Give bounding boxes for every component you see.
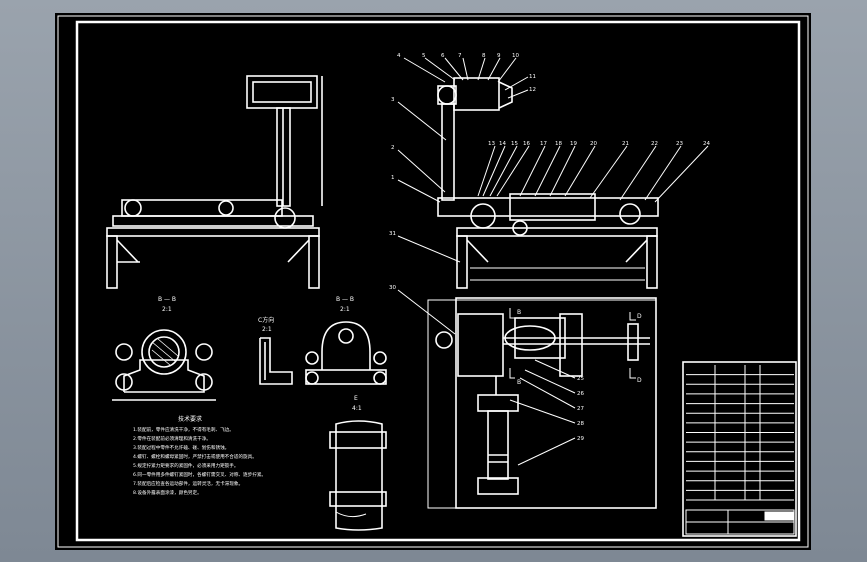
callout: 6 (441, 53, 445, 59)
callout: 16 (523, 141, 530, 147)
callout-numbers: 4 5 6 7 8 9 10 11 12 13 14 15 16 17 18 1… (389, 53, 710, 442)
section-b-b-view (112, 329, 216, 401)
side-view-table (456, 227, 658, 237)
side-view-leg (646, 235, 658, 289)
callout: 31 (389, 231, 396, 237)
leader-lines (397, 57, 709, 263)
callout: 23 (676, 141, 683, 147)
callout: 8 (482, 53, 486, 59)
c-direction-scale: 2:1 (262, 326, 272, 333)
callout: 11 (529, 74, 536, 80)
section-b-b-scale: 2:1 (162, 306, 172, 313)
sheet-inner-border (75, 20, 801, 542)
callout: 15 (511, 141, 518, 147)
callout: 17 (540, 141, 547, 147)
detail-e-scale: 4:1 (352, 405, 362, 412)
note-line: 1.装配前，零件应清洗干净，不得有毛刺、飞边。 (133, 426, 234, 433)
sheet-outer-border (57, 15, 809, 548)
side-view-column (441, 103, 455, 201)
callout: 1 (391, 175, 395, 181)
note-line: 8.设备外露表面涂漆，颜色另定。 (133, 489, 202, 496)
callout: 30 (389, 285, 396, 291)
detail-e-caption: E (354, 395, 358, 402)
section-mark: D (637, 313, 642, 320)
callout: 2 (391, 145, 395, 151)
side-view-assembly (437, 77, 659, 289)
callout: 12 (529, 87, 536, 93)
front-view-assembly (106, 75, 323, 289)
side-view-leg (456, 235, 468, 289)
note-line: 6.同一零件用多件螺钉紧固时，各螺钉需交叉、对称、逐步拧紧。 (133, 471, 266, 478)
front-view-table (106, 227, 320, 237)
callout: 10 (512, 53, 519, 59)
callout: 25 (577, 376, 584, 382)
c-direction-view (259, 337, 293, 385)
section-mark: B (517, 309, 521, 316)
callout: 29 (577, 436, 584, 442)
callout: 28 (577, 421, 584, 427)
callout: 9 (497, 53, 501, 59)
sheet-background (55, 13, 811, 550)
title-block (682, 361, 797, 537)
plan-leaders (397, 289, 636, 466)
callout: 27 (577, 406, 584, 412)
section-mark: B (517, 379, 521, 386)
callout: 13 (488, 141, 495, 147)
side-view-arm (437, 197, 659, 217)
note-line: 7.装配后应检查各运动部件，运转灵活，无卡滞现象。 (133, 480, 243, 487)
callout: 18 (555, 141, 562, 147)
front-view-leg (308, 235, 320, 289)
callout: 26 (577, 391, 584, 397)
view-captions: B — B 2:1 C方向 2:1 B — B 2:1 E 4:1 B B D … (158, 296, 642, 412)
callout: 3 (391, 97, 395, 103)
callout: 24 (703, 141, 710, 147)
callout: 19 (570, 141, 577, 147)
note-line: 4.螺钉、螺栓和螺母紧固时，严禁打击或使用不合适的旋具。 (133, 453, 257, 460)
section-mark: D (637, 377, 642, 384)
note-line: 5.规定拧紧力矩要求的紧固件，必须采用力矩扳手。 (133, 462, 238, 469)
callout: 20 (590, 141, 597, 147)
section-b-b-caption: B — B (158, 296, 176, 303)
section-b2-caption: B — B (336, 296, 354, 303)
technical-notes: 技术要求 1.装配前，零件应清洗干净，不得有毛刺、飞边。 2.零件在装配前必须清… (133, 415, 266, 496)
callout: 21 (622, 141, 629, 147)
callout: 22 (651, 141, 658, 147)
detail-e-view (329, 420, 387, 531)
c-direction-caption: C方向 (258, 316, 274, 324)
section-b2-scale: 2:1 (340, 306, 350, 313)
side-view-gripper (453, 77, 500, 111)
plan-view (427, 297, 657, 509)
notes-title: 技术要求 (178, 415, 202, 423)
section-b2-b2-view (305, 321, 387, 385)
callout: 5 (422, 53, 426, 59)
note-line: 2.零件在装配前必须清理和清洗干净。 (133, 435, 211, 442)
callout: 7 (458, 53, 462, 59)
callout: 14 (499, 141, 506, 147)
callout: 4 (397, 53, 401, 59)
note-line: 3.装配过程中零件不允许磕、碰、划伤和锈蚀。 (133, 444, 229, 451)
